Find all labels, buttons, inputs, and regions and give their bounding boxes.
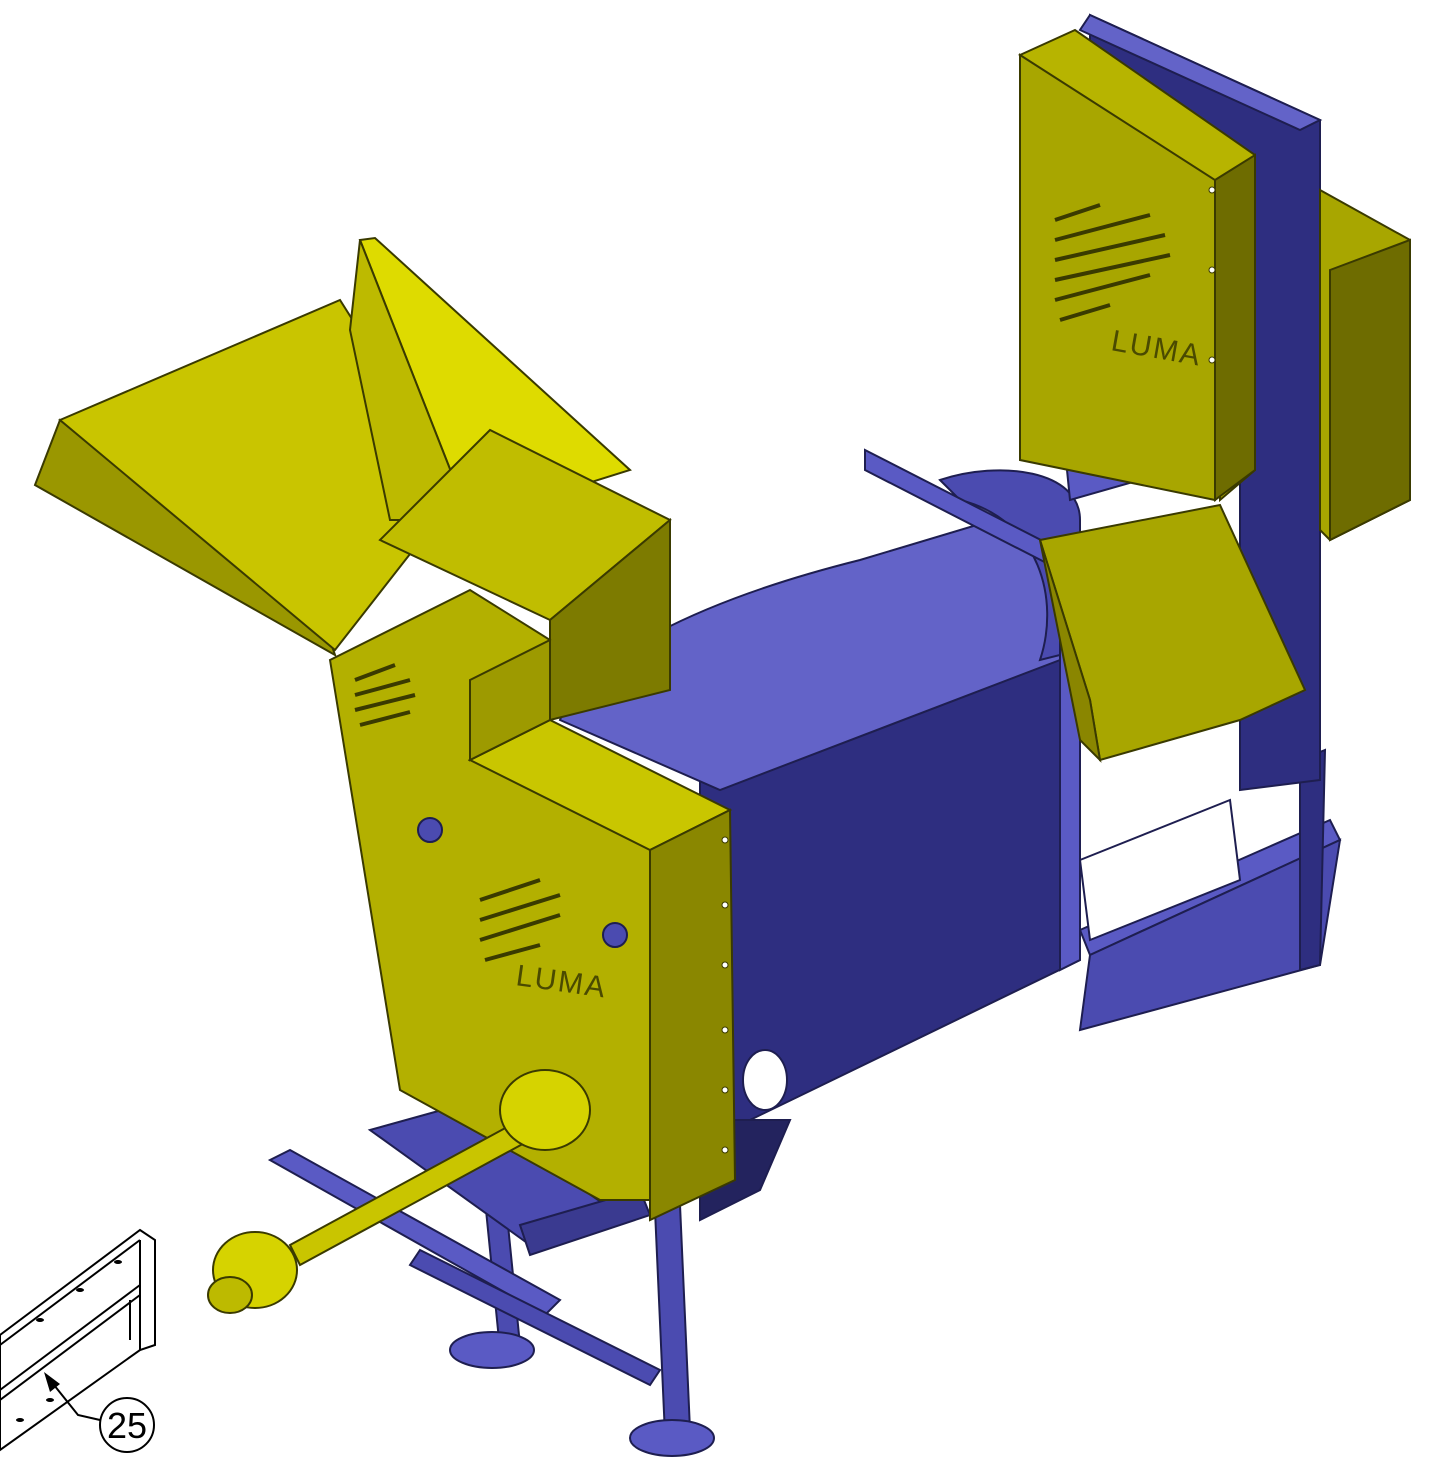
- feed-hopper: [33, 236, 672, 722]
- part-25-rail: 25: [0, 1228, 156, 1453]
- leader-arrowhead: [44, 1372, 60, 1392]
- front-housing: LUMA: [328, 186, 1216, 1222]
- callout-circle: [99, 1397, 155, 1453]
- discharge-chute: LUMA: [1017, 28, 1411, 763]
- callout-number: 25: [107, 1405, 147, 1446]
- pto-shaft: [207, 1069, 591, 1314]
- leader-line: [49, 1379, 101, 1421]
- stand-frame: [267, 748, 1342, 1457]
